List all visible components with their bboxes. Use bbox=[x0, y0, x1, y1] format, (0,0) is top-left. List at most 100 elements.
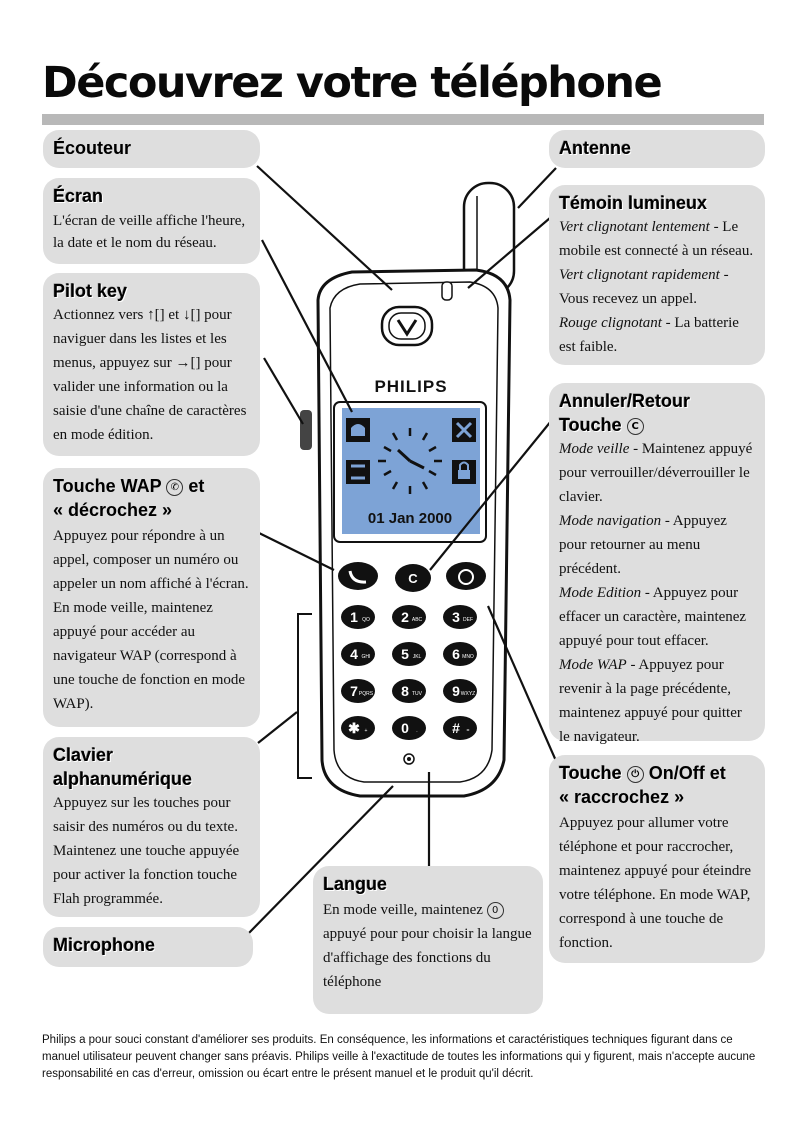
keypad-key-12: #= bbox=[443, 716, 477, 740]
temoin-l2: - Vous recevez un appel. bbox=[559, 267, 729, 307]
keypad-key-sublabel: = bbox=[467, 728, 470, 734]
clock-icon bbox=[378, 428, 442, 494]
keypad-key-sublabel: DEF bbox=[463, 617, 473, 623]
keypad-key-label: 9 bbox=[452, 683, 460, 699]
phone-key-icon: ✆ bbox=[166, 478, 184, 496]
temoin-l3-label: Rouge clignotant bbox=[559, 315, 662, 331]
langue-title: Langue bbox=[323, 874, 388, 894]
box-wap: Touche WAP ✆ et « décrochez » Appuyez po… bbox=[43, 468, 260, 727]
keypad-key-label: 3 bbox=[452, 609, 460, 625]
onoff-title-a: Touche bbox=[559, 763, 622, 783]
annuler-m2-label: Mode navigation bbox=[559, 513, 662, 529]
side-key bbox=[300, 410, 312, 450]
keypad-key-label: ✱ bbox=[348, 720, 360, 736]
annuler-m4: - Appuyez pour revenir à la page précéde… bbox=[559, 657, 742, 745]
annuler-m1: - Maintenez appuyé pour verrouiller/déve… bbox=[559, 441, 753, 505]
wap-title: Touche WAP ✆ et « décrochez » bbox=[53, 474, 250, 522]
wap-title-c: « décrochez » bbox=[53, 500, 173, 520]
clear-key: C bbox=[395, 564, 431, 592]
antenne-title: Antenne bbox=[559, 138, 631, 158]
leader-lines bbox=[245, 165, 562, 937]
zero-key-icon: 0 bbox=[486, 902, 504, 920]
keypad-key-sublabel: PQRS bbox=[359, 691, 374, 697]
keypad-key-sublabel: WXYZ bbox=[461, 691, 475, 697]
keypad-key-shape bbox=[392, 679, 426, 703]
ecran-title: Écran bbox=[53, 186, 104, 206]
temoin-title: Témoin lumineux bbox=[559, 193, 708, 213]
keypad-key-sublabel: GHI bbox=[362, 654, 371, 660]
keypad-key-label: 4 bbox=[350, 646, 358, 662]
keypad-key-10: ✱+ bbox=[341, 716, 375, 740]
keypad-key-label: 7 bbox=[350, 683, 358, 699]
clavier-text: Appuyez sur les touches pour saisir des … bbox=[53, 795, 240, 907]
box-langue: Langue En mode veille, maintenez 0 appuy… bbox=[313, 866, 543, 1014]
keypad-key-label: 5 bbox=[401, 646, 409, 662]
keypad-key-shape bbox=[392, 642, 426, 666]
langue-text-b: appuyé pour pour choisir la langue d'aff… bbox=[323, 926, 532, 990]
keypad-key-sublabel: . bbox=[416, 728, 417, 734]
call-icon bbox=[346, 460, 370, 484]
clavier-title: Clavier alphanumérique bbox=[53, 745, 193, 789]
onoff-title-b: On/Off et bbox=[648, 763, 726, 783]
onoff-text: Appuyez pour allumer votre téléphone et … bbox=[559, 815, 751, 951]
wap-title-b: et bbox=[188, 476, 205, 496]
keypad-key-shape bbox=[341, 642, 375, 666]
screen-date: 01 Jan 2000 bbox=[368, 510, 452, 527]
c-key-icon: C bbox=[626, 417, 644, 435]
pilot-title: Pilot key bbox=[53, 281, 128, 301]
temoin-l1: - Le mobile est connecté à un réseau. bbox=[559, 219, 754, 259]
annuler-title-a: Annuler/Retour bbox=[559, 391, 691, 411]
ecouteur-title: Écouteur bbox=[53, 138, 132, 158]
annuler-m2: - Appuyez pour retourner au menu précéde… bbox=[559, 513, 727, 577]
keypad-key-shape bbox=[392, 605, 426, 629]
temoin-l3: - La batterie est faible. bbox=[559, 315, 739, 355]
keypad-key-sublabel: ABC bbox=[412, 617, 423, 623]
annuler-title-b: Touche bbox=[559, 415, 622, 435]
keypad-key-shape bbox=[443, 605, 477, 629]
annuler-m3-label: Mode Edition bbox=[559, 585, 642, 601]
keypad-key-sublabel: QO bbox=[362, 617, 370, 623]
annuler-text: Mode veille - Maintenez appuyé pour verr… bbox=[559, 437, 755, 749]
annuler-m1-label: Mode veille bbox=[559, 441, 630, 457]
keypad-key-label: 0 bbox=[401, 720, 409, 736]
keypad-key-label: 8 bbox=[401, 683, 409, 699]
footer-disclaimer: Philips a pour souci constant d'améliore… bbox=[42, 1034, 756, 1080]
box-pilot-key: Pilot key Actionnez vers ↑[] et ↓[] pour… bbox=[43, 273, 260, 456]
call-key bbox=[338, 562, 378, 590]
box-ecran: Écran L'écran de veille affiche l'heure,… bbox=[43, 178, 260, 264]
onoff-title-c: « raccrochez » bbox=[559, 787, 685, 807]
temoin-l1-label: Vert clignotant lentement bbox=[559, 219, 710, 235]
keypad-key-sublabel: TUV bbox=[412, 691, 423, 697]
microphone-title: Microphone bbox=[53, 935, 155, 955]
box-onoff: Touche ⏻ On/Off et « raccrochez » Appuye… bbox=[549, 755, 765, 963]
langue-text: En mode veille, maintenez 0 appuyé pour … bbox=[323, 898, 533, 994]
box-ecouteur: Écouteur bbox=[43, 130, 260, 168]
box-annuler: Annuler/Retour Touche C Mode veille - Ma… bbox=[549, 383, 765, 745]
end-key bbox=[446, 562, 486, 590]
pilot-text: Actionnez vers ↑[] et ↓[] pour naviguer … bbox=[53, 307, 247, 443]
svg-text:C: C bbox=[408, 571, 418, 586]
annuler-title: Annuler/Retour Touche C bbox=[559, 389, 755, 437]
box-clavier: Clavier alphanumérique Appuyez sur les t… bbox=[43, 737, 260, 917]
ecran-text: L'écran de veille affiche l'heure, la da… bbox=[53, 213, 246, 251]
annuler-m4-label: Mode WAP bbox=[559, 657, 627, 673]
langue-text-a: En mode veille, maintenez bbox=[323, 902, 483, 918]
keypad-key-shape bbox=[443, 642, 477, 666]
box-antenne: Antenne bbox=[549, 130, 765, 168]
temoin-text: Vert clignotant lentement - Le mobile es… bbox=[559, 215, 755, 359]
keypad-key-sublabel: JKL bbox=[413, 654, 422, 660]
keypad-key-label: # bbox=[452, 720, 460, 736]
page-title: Découvrez votre téléphone bbox=[42, 58, 663, 108]
keypad-key-shape bbox=[443, 716, 477, 740]
box-temoin: Témoin lumineux Vert clignotant lentemen… bbox=[549, 185, 765, 365]
temoin-l2-label: Vert clignotant rapidement bbox=[559, 267, 720, 283]
keypad-key-shape bbox=[341, 605, 375, 629]
